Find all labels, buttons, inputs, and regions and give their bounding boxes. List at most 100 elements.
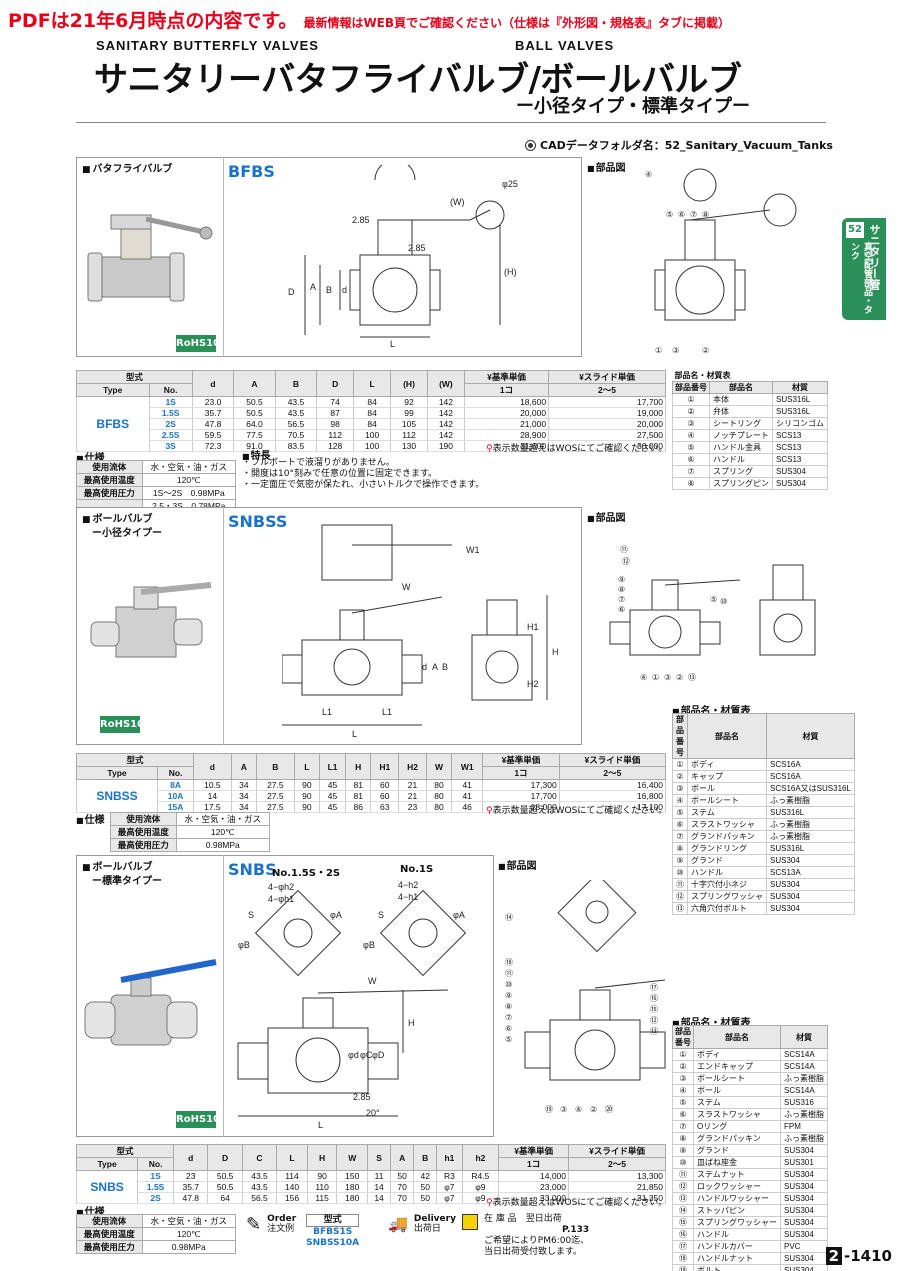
svg-text:⑤: ⑤ (505, 1035, 512, 1044)
svg-text:d: d (422, 662, 427, 672)
parts-cell: グランド (687, 854, 767, 867)
svg-text:③: ③ (560, 1105, 567, 1114)
snbs-h-s: S (367, 1144, 392, 1171)
parts-cell: SUS316L (772, 405, 828, 418)
svg-text:H2: H2 (527, 679, 539, 689)
siyou-key: 最高使用圧力 (76, 1240, 143, 1254)
table-cell[interactable]: 3S (148, 440, 193, 452)
parts-cell: ⑥ (672, 818, 688, 831)
svg-text:4−φh1: 4−φh1 (268, 894, 294, 904)
snbs-product-photo (84, 959, 217, 1046)
table-cell[interactable]: 1.5S (137, 1181, 175, 1193)
snbss-photo-box: ボールバルブ ー小径タイプー RoHS10 (76, 507, 224, 745)
svg-text:B: B (326, 285, 332, 295)
parts-cell: スプリングワッシャ (687, 890, 767, 903)
bfbs-label: バタフライバルブ (82, 163, 173, 177)
delivery-note-2: 当日出荷受付致します。 (483, 1247, 583, 1257)
parts-cell: ⑤ (672, 806, 688, 819)
snbss-h-a: A (230, 753, 258, 780)
table-cell: 180 (336, 1192, 369, 1204)
table-cell[interactable]: 15A (157, 801, 195, 813)
order-label: Order (267, 1214, 297, 1224)
table-cell: 70 (390, 1192, 415, 1204)
siyou-value: 120℃ (141, 473, 237, 487)
snbss-h-type: 型式 (75, 753, 195, 767)
table-cell[interactable]: 2S (137, 1192, 175, 1204)
order-col-header: 型式 (306, 1214, 360, 1227)
table-cell: 23.0 (191, 396, 235, 408)
parts-cell: ② (672, 405, 710, 418)
parts-cell: ハンドルワッシャー (693, 1192, 781, 1205)
siyou-key: 最高使用圧力 (110, 838, 177, 852)
svg-text:φA: φA (330, 910, 342, 920)
table-cell: 45 (318, 779, 347, 791)
bfbs-h-l: L (353, 370, 392, 397)
svg-text:⑥: ⑥ (678, 210, 685, 219)
siyou-value: 0.98MPa (141, 1240, 237, 1254)
delivery-page-ref: P.133 (562, 1225, 590, 1235)
truck-icon: 🚚 (388, 1214, 408, 1233)
order-example-1: BFBS1S (313, 1227, 353, 1237)
table-cell: 60 (370, 790, 400, 802)
table-cell: 50.5 (233, 396, 276, 408)
svg-text:②: ② (702, 346, 709, 355)
page-chapter: 2 (825, 1247, 843, 1265)
bfbs-h-h: (H) (390, 370, 428, 397)
bfbs-tokucho-label: 特長 (242, 447, 271, 462)
parts-cell: ⑧ (672, 477, 710, 490)
table-cell[interactable]: 2S (148, 418, 193, 430)
parts-cell: Oリング (693, 1120, 781, 1133)
svg-text:⑫: ⑫ (622, 557, 630, 566)
svg-text:⑨: ⑨ (505, 991, 512, 1000)
svg-text:⑤: ⑤ (710, 595, 717, 604)
table-cell[interactable]: 1.5S (148, 407, 193, 419)
svg-text:2.85: 2.85 (352, 215, 370, 225)
parts-cell: ステム (693, 1096, 781, 1109)
snbss-spec-table: 型式 d A B L L1 H H1 H2 W W1 ¥基準単価 ¥スライド単価… (75, 753, 667, 813)
snbss-panel (76, 507, 582, 745)
table-cell[interactable]: 8A (157, 779, 195, 791)
table-cell[interactable]: 1S (148, 396, 193, 408)
siyou-row: 使用流体水・空気・油・ガス (110, 812, 271, 826)
parts-cell: グランド (693, 1144, 781, 1157)
snbs-siyou-label: 仕様 (76, 1203, 105, 1218)
side-tab-number: 52 (846, 222, 864, 238)
parts-cell: ⑭ (672, 1204, 694, 1217)
notice-sub: 最新情報はWEB頁でご確認ください（仕様は『外形図・規格表』タブに掲載） (303, 16, 731, 30)
table-cell: φ9 (461, 1181, 500, 1193)
table-cell[interactable]: 1S (137, 1170, 175, 1182)
delivery-label-jp: 出荷日 (413, 1224, 441, 1234)
bfbs-parts-drawing-label: 部品図 (587, 159, 626, 174)
parts-cell: ① (672, 393, 710, 406)
svg-text:⑰: ⑰ (650, 983, 658, 992)
parts-cell: ⑤ (672, 1096, 694, 1109)
snbss-h-w: W (425, 753, 453, 780)
parts-cell: ④ (672, 429, 710, 442)
chapter-side-tab[interactable]: 52 真空配管部品・タンク サニタリー管 (842, 218, 886, 320)
table-cell[interactable]: 2.5S (148, 429, 193, 441)
table-cell: 150 (336, 1170, 369, 1182)
snbs-sh-no: No. (137, 1157, 175, 1171)
table-cell[interactable]: 10A (157, 790, 195, 802)
parts-cell: スラストワッシャ (693, 1108, 781, 1121)
table-cell: 115 (306, 1192, 338, 1204)
bfbs-feature-1: ・フルボートで液溜りがありません。 (242, 458, 395, 468)
bfbs-spec-table: 型式 d A B D L (H) (W) ¥基準単価 ¥スライド単価 Type … (76, 370, 666, 452)
table-cell: 100 (353, 429, 392, 441)
svg-text:⑪: ⑪ (620, 545, 628, 554)
svg-text:⑨: ⑨ (618, 575, 625, 584)
bfbs-h-price: ¥基準単価 (463, 370, 550, 384)
